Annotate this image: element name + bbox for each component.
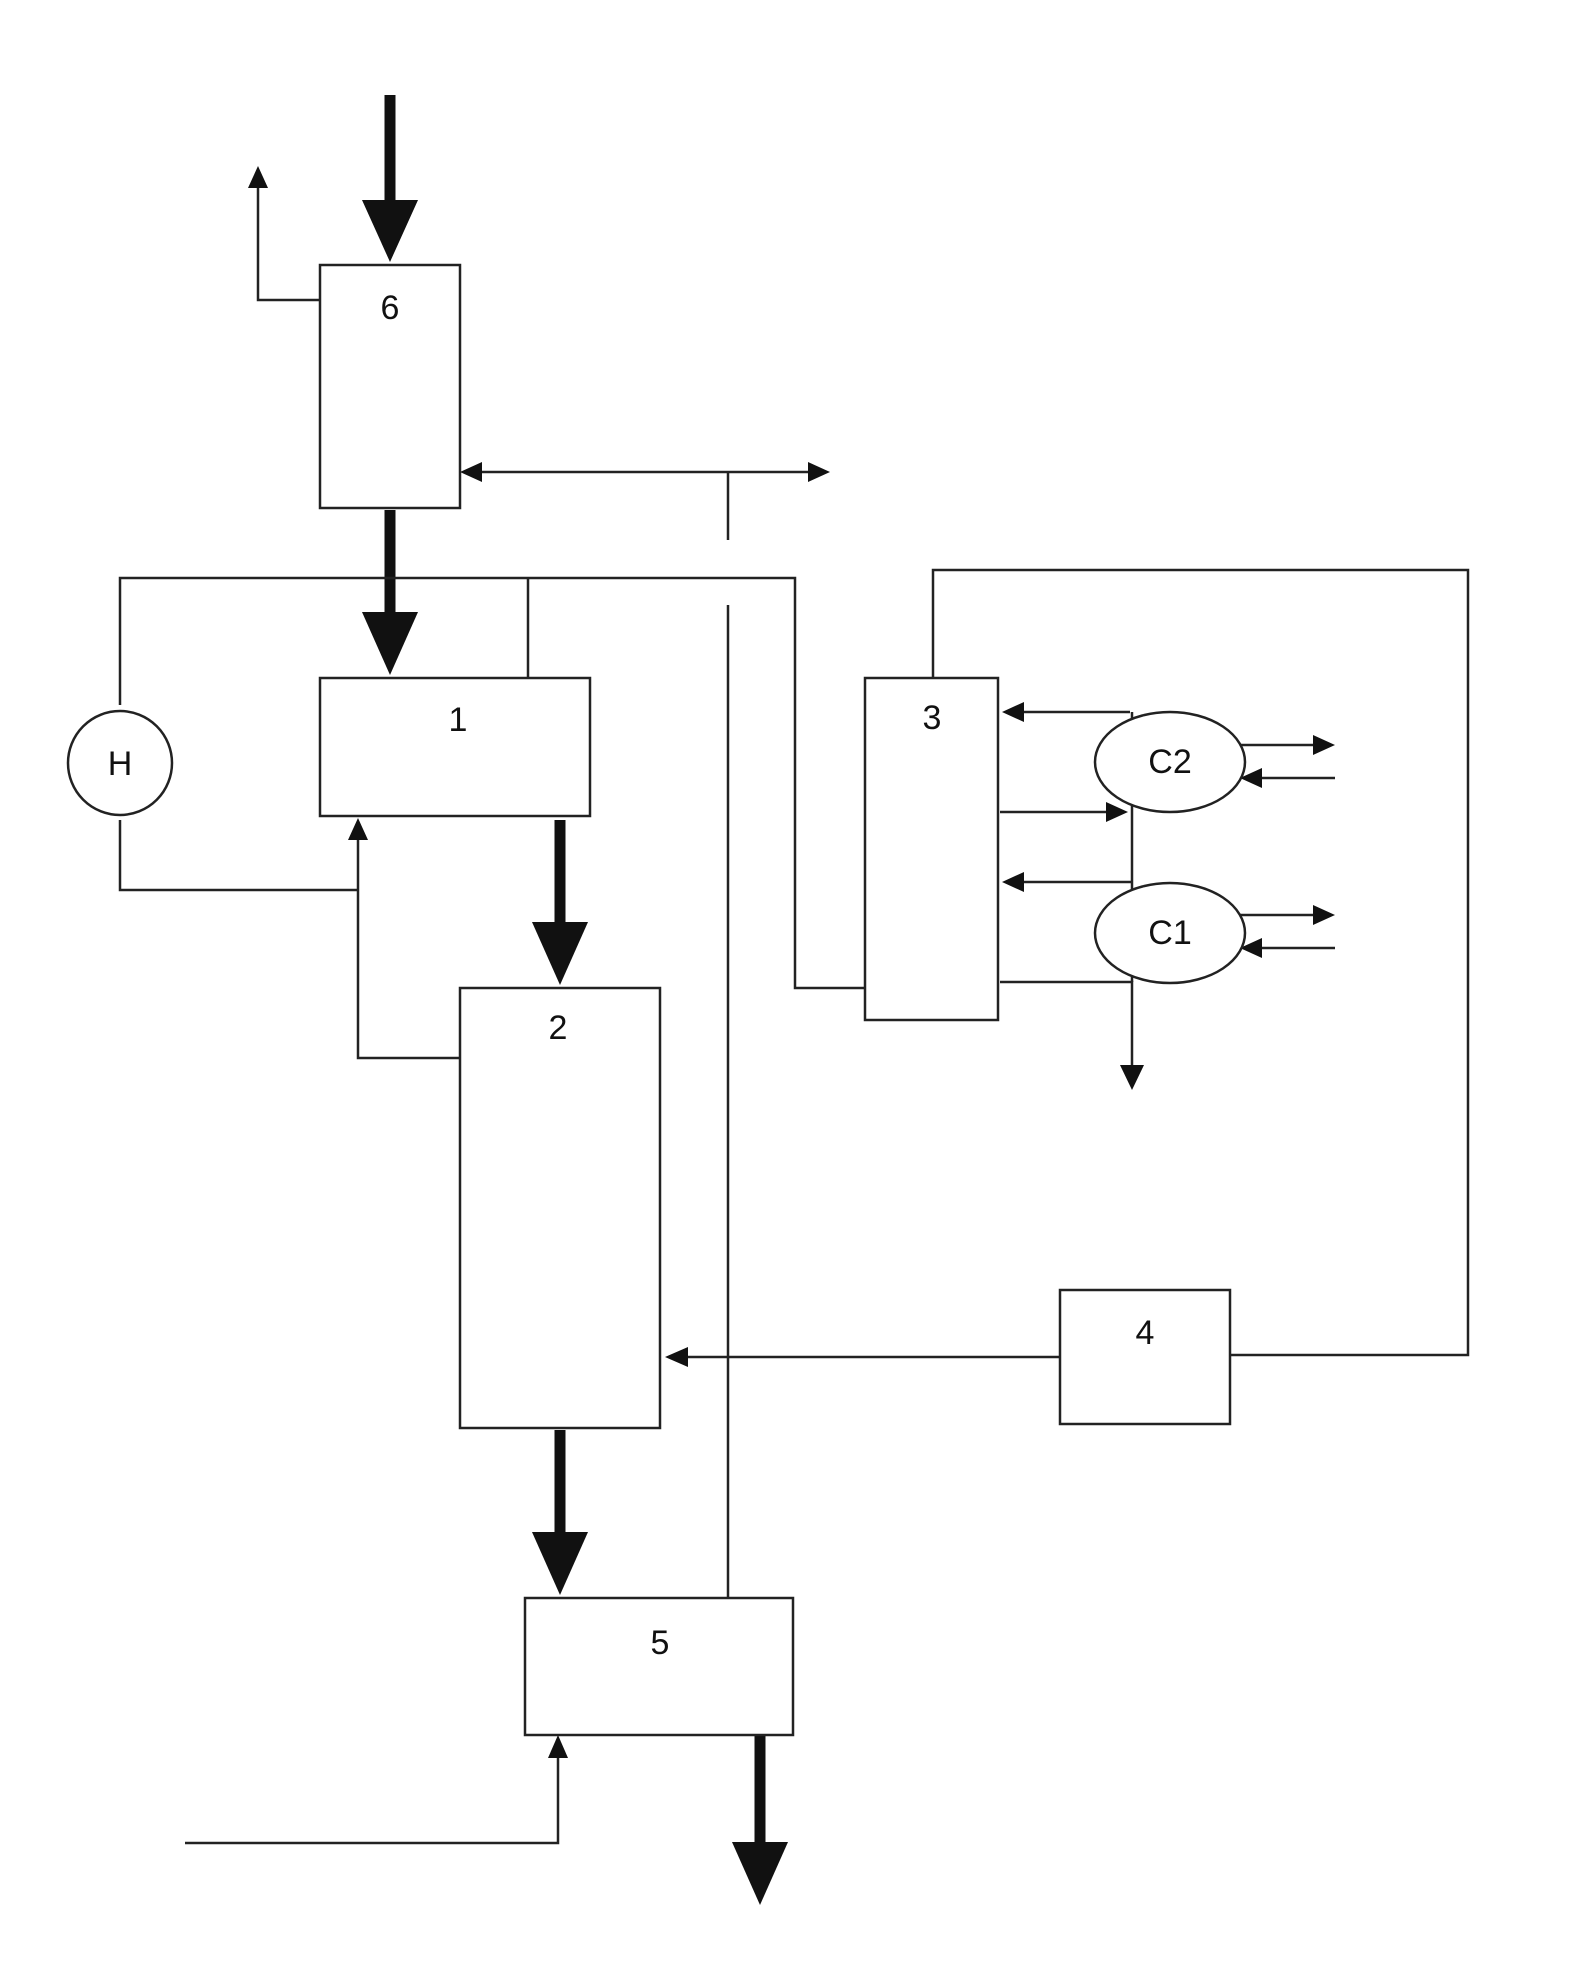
feed-to-5-arrow <box>548 1735 568 1758</box>
unit-4-box <box>1060 1290 1230 1424</box>
flow-1-to-2-arrow <box>532 922 588 985</box>
unit-1: 1 <box>320 678 590 816</box>
double-arrow-right-head <box>808 462 830 482</box>
compressor-c2-label: C2 <box>1148 743 1191 781</box>
double-arrow-left-head <box>460 462 482 482</box>
unit-2-label: 2 <box>549 1009 568 1047</box>
unit-6-label: 6 <box>381 289 400 327</box>
unit-4: 4 <box>1060 1290 1230 1424</box>
compressor-c1-label: C1 <box>1148 914 1191 952</box>
compressor-c1: C1 <box>1095 883 1245 983</box>
c1-out-arrow <box>1313 905 1335 925</box>
unit-4-label: 4 <box>1136 1314 1155 1352</box>
heater-label: H <box>108 745 133 783</box>
c2-to-3-arrow <box>1002 702 1024 722</box>
vent-arrow-6 <box>248 166 268 188</box>
unit-6: 6 <box>320 265 460 508</box>
unit-4-to-2-arrow <box>665 1347 688 1367</box>
c1-to-3-arrow <box>1002 872 1024 892</box>
unit-1-box <box>320 678 590 816</box>
heater: H <box>68 711 172 815</box>
feed-to-5-line <box>185 1755 558 1843</box>
unit-3: 3 <box>865 678 998 1020</box>
unit-5-box <box>525 1598 793 1735</box>
unit-2: 2 <box>460 988 660 1428</box>
flow-6-to-1-arrow <box>362 612 418 675</box>
unit-1-label: 1 <box>449 701 468 739</box>
product-outlet-arrow <box>732 1842 788 1905</box>
compressor-c2: C2 <box>1095 712 1245 812</box>
unit-5: 5 <box>525 1598 793 1735</box>
unit-5-label: 5 <box>651 1624 670 1662</box>
unit-2-to-1-line <box>358 835 460 1058</box>
3-bottom-outlet-arrow <box>1120 1065 1144 1090</box>
heater-return-line <box>120 820 358 890</box>
flow-2-to-5-arrow <box>532 1532 588 1595</box>
feed-arrow <box>362 200 418 262</box>
unit-2-to-1-arrow <box>348 818 368 840</box>
unit-2-box <box>460 988 660 1428</box>
vent-line-6 <box>258 180 320 300</box>
3-bottom-outlet-line <box>1000 982 1132 1068</box>
3-to-c2-arrow <box>1106 802 1128 822</box>
unit-3-label: 3 <box>923 699 942 737</box>
c2-out-arrow <box>1313 735 1335 755</box>
